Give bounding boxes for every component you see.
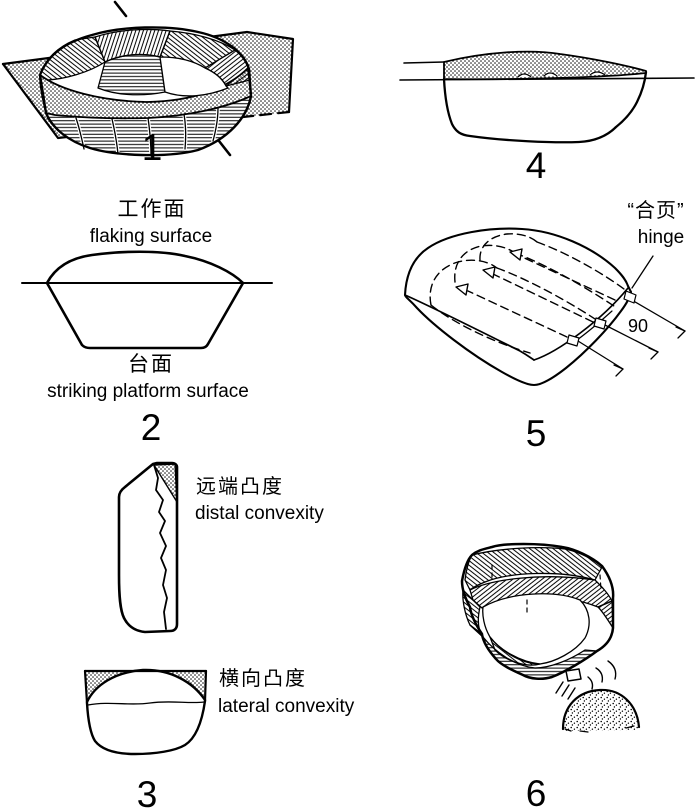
hammerstone-fill (563, 689, 639, 731)
fig2-platform-label-zh: 台面 (128, 353, 174, 376)
upper-line-stub (403, 61, 445, 64)
fig3-lateral-label-en: lateral convexity (218, 696, 355, 717)
slab-silhouette (403, 227, 633, 387)
platform-band (39, 67, 252, 120)
ripple-bumps (517, 71, 606, 78)
percussion-lines (577, 298, 686, 377)
axis-tick-top (113, 0, 128, 18)
figure4-number: 4 (525, 145, 547, 186)
distal-scar-line (153, 464, 168, 630)
figure5-hinge-drawing (403, 227, 686, 387)
core-top-scars (39, 28, 251, 97)
fig2-platform-label-en: striking platform surface (47, 381, 249, 402)
fig5-angle-label: 90 (628, 316, 649, 336)
motion-lines (555, 660, 617, 700)
fig3-distal-label-zh: 远端凸度 (196, 476, 284, 498)
lateral-dome-curve (85, 668, 207, 704)
hinge-leader-line (631, 255, 654, 289)
fig2-flaking-surface-label-en: flaking surface (89, 226, 213, 247)
figure1-number: 1 (141, 127, 163, 168)
fig3-distal-label-en: distal convexity (195, 503, 324, 524)
core-scars (462, 547, 614, 680)
core-outline-stroke (460, 542, 615, 680)
hammerstone-outline (561, 688, 641, 731)
removal-arrowheads (455, 248, 523, 296)
fig5-hinge-label-en: hinge (637, 227, 685, 248)
platform-body-outline (45, 281, 245, 350)
fig2-flaking-surface-label-zh: 工作面 (117, 198, 187, 221)
figure4-section-drawing (399, 50, 695, 144)
removal-scar-dashes (429, 233, 625, 354)
figure2-section-drawing (21, 250, 273, 350)
axis-tick-bottom (217, 139, 232, 157)
impact-point-mark (565, 668, 582, 682)
figure3-number: 3 (136, 774, 158, 812)
lateral-stipple-area (85, 669, 206, 702)
fig5-hinge-label-zh: “合页” (627, 200, 685, 222)
figure6-number: 6 (525, 773, 547, 812)
figure3-convexity-drawings (83, 461, 208, 756)
core-body-outline (442, 70, 648, 144)
lateral-body-outline (85, 699, 207, 756)
right-angle-marks (566, 290, 637, 347)
figure5-number: 5 (525, 413, 547, 454)
flaking-surface-curve (45, 250, 245, 285)
figure2-number: 2 (140, 407, 162, 448)
figure6-knapping-drawing (460, 542, 641, 733)
figure1-core-with-plane-drawing (1, 0, 295, 158)
lateral-wavy-line (87, 701, 205, 706)
distal-profile-outline (117, 461, 179, 634)
fig3-lateral-label-zh: 横向凸度 (219, 668, 307, 690)
